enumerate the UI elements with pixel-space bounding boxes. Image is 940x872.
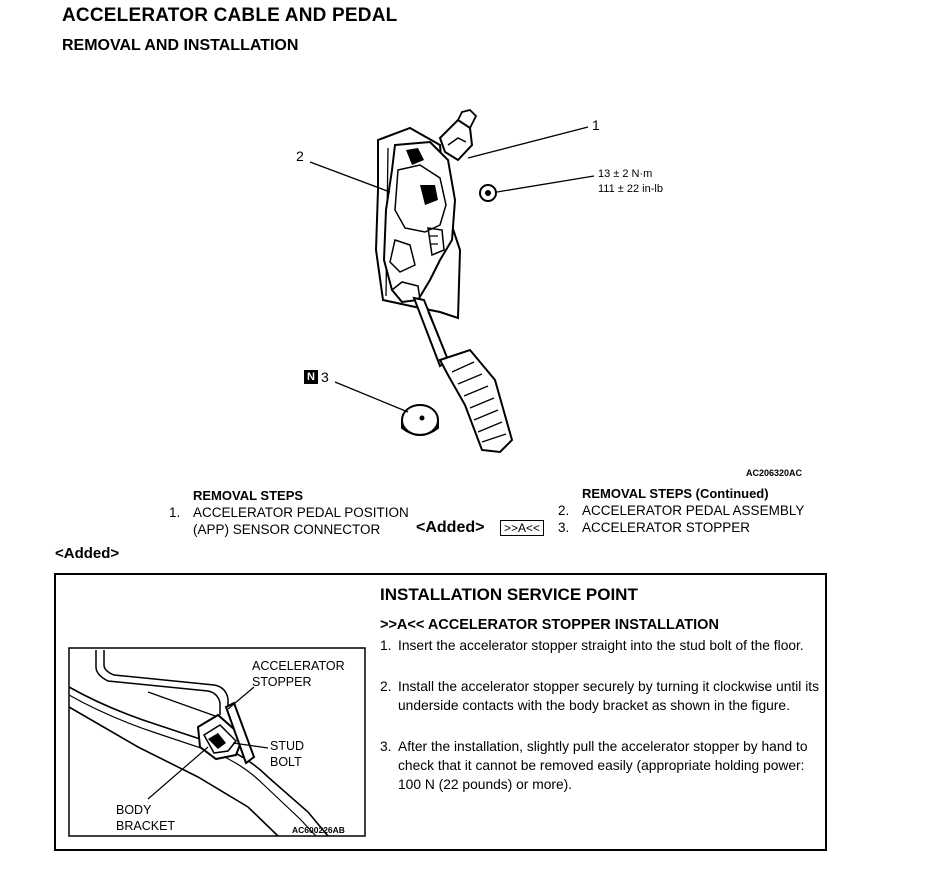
step-1-line1: ACCELERATOR PEDAL POSITION: [193, 505, 409, 520]
label-stud: STUD: [270, 739, 305, 753]
stopper-detail-figure: [68, 647, 366, 837]
callout-2: 2: [296, 148, 304, 164]
removal-steps-continued-heading: REMOVAL STEPS (Continued): [582, 486, 769, 501]
added-label: <Added>: [55, 545, 120, 562]
ref-a-label: >>A<<: [500, 520, 545, 536]
removal-steps-heading: REMOVAL STEPS: [193, 488, 304, 503]
label-bracket: BRACKET: [116, 819, 176, 833]
callout-3: 3: [321, 369, 329, 385]
list-item-number: 2.: [380, 679, 392, 694]
ref-a-tag: >>A<<: [500, 519, 545, 537]
step-1-line2: (APP) SENSOR CONNECTOR: [193, 522, 381, 537]
list-item-text: Insert the accelerator stopper straight …: [398, 638, 804, 653]
label-stopper: STOPPER: [252, 675, 312, 689]
page-title: ACCELERATOR CABLE AND PEDAL: [62, 5, 398, 26]
torque-metric: 13 ± 2 N·m: [598, 168, 653, 180]
list-item-text: Install the accelerator stopper securely…: [398, 679, 819, 713]
callout-1: 1: [592, 117, 600, 133]
service-point-list: 1. Insert the accelerator stopper straig…: [380, 636, 825, 836]
label-accelerator: ACCELERATOR: [252, 659, 345, 673]
installation-service-point-box: ACCELERATOR STOPPER STUD BOLT BODY BRACK…: [54, 573, 827, 851]
list-item-number: 3.: [380, 739, 392, 754]
torque-imperial: 111 ± 22 in-lb: [598, 183, 663, 195]
list-item-number: 1.: [380, 638, 392, 653]
step-2-number: 2.: [558, 503, 570, 518]
pedal-assembly-figure: [309, 109, 595, 454]
label-bolt: BOLT: [270, 755, 302, 769]
step-2-text: ACCELERATOR PEDAL ASSEMBLY: [582, 503, 805, 518]
list-item-text: After the installation, slightly pull th…: [398, 739, 808, 792]
figure-code: AC206320AC: [746, 468, 803, 478]
step-1-number: 1.: [169, 505, 181, 520]
service-point-subtitle: >>A<< ACCELERATOR STOPPER INSTALLATION: [380, 617, 719, 633]
step-3-text: ACCELERATOR STOPPER: [582, 520, 751, 535]
detail-figure-code: AC600226AB: [292, 825, 345, 835]
added-tag-inline: <Added>: [416, 519, 485, 536]
label-body: BODY: [116, 803, 152, 817]
step-3-number: 3.: [558, 520, 570, 535]
page-subtitle: REMOVAL AND INSTALLATION: [62, 37, 299, 54]
service-point-title: INSTALLATION SERVICE POINT: [380, 585, 638, 604]
n-badge-icon: N: [304, 370, 318, 384]
